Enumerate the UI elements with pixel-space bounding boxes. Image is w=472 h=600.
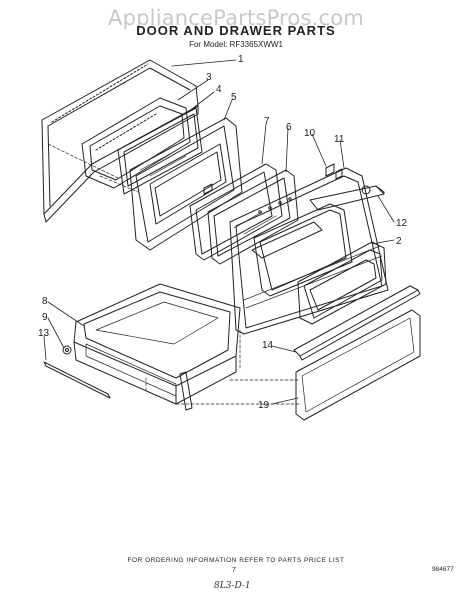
part-drawer-trim	[293, 285, 421, 361]
part-door-handle	[309, 185, 385, 211]
part-drawer	[73, 283, 241, 411]
part-clips	[325, 163, 343, 180]
part-window-trim	[297, 241, 387, 325]
leader-lines	[43, 59, 395, 405]
part-inner-glass-7	[189, 163, 283, 261]
part-drawer-roller	[62, 345, 72, 355]
page-number: 7	[232, 567, 236, 574]
diagram-title: DOOR AND DRAWER PARTS	[136, 23, 336, 38]
part-door-frame	[129, 117, 243, 251]
callout-12: 12	[396, 218, 408, 229]
callout-7: 7	[264, 116, 270, 127]
callout-6: 6	[286, 122, 292, 133]
handwritten-note: 8L3-D-1	[214, 581, 251, 591]
callout-10: 10	[304, 128, 316, 139]
callout-1: 1	[238, 54, 244, 65]
part-door-liner	[81, 97, 191, 189]
watermark: AppliancePartsPros.com	[108, 6, 364, 30]
part-drawer-front	[295, 309, 421, 421]
part-drawer-rail	[43, 361, 111, 399]
callout-8: 8	[42, 296, 48, 307]
ordering-footer: FOR ORDERING INFORMATION REFER TO PARTS …	[127, 557, 345, 564]
callout-labels: 1 3 4 5 7 6 10 11 12 2 8 9 13 14 19	[38, 54, 408, 411]
callout-11: 11	[334, 134, 345, 145]
model-line: For Model: RF3365XWW1	[189, 40, 283, 49]
part-door-glass	[117, 107, 203, 195]
callout-9: 9	[42, 312, 48, 323]
callout-3: 3	[206, 72, 212, 83]
part-oven-door-front	[229, 167, 389, 335]
callout-14: 14	[262, 340, 274, 351]
callout-19: 19	[258, 400, 270, 411]
alignment-lines	[47, 143, 301, 405]
callout-4: 4	[216, 84, 222, 95]
callout-5: 5	[231, 92, 237, 103]
callout-2: 2	[396, 236, 402, 247]
part-outer-door-panel	[41, 59, 199, 223]
diagram-code: 984677	[432, 566, 454, 573]
callout-13: 13	[38, 328, 50, 339]
